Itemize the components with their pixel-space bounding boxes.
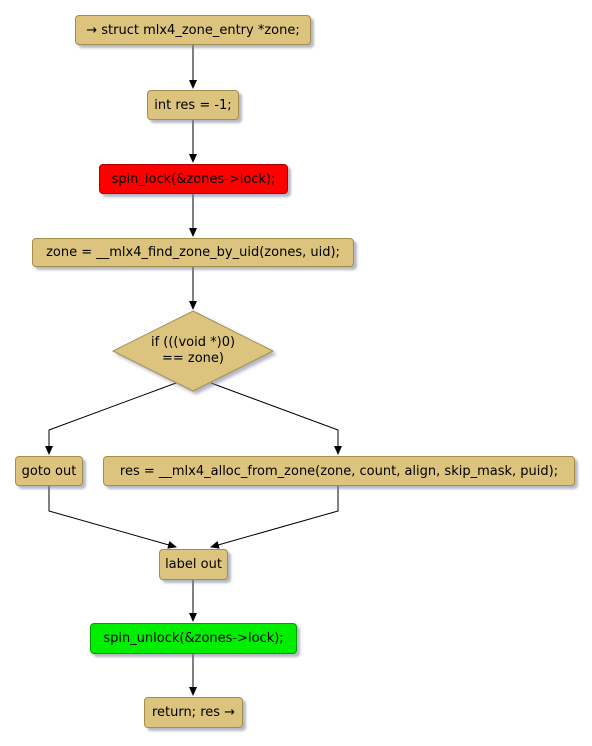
goto-out-node-label: goto out <box>21 463 77 479</box>
condition-label-line1: if (((void *)0) <box>150 335 236 350</box>
entry-node-label: → struct mlx4_zone_entry *zone; <box>86 22 300 38</box>
goto-out-node: goto out <box>15 456 83 486</box>
entry-node: → struct mlx4_zone_entry *zone; <box>75 15 311 45</box>
find-zone-node-label: zone = __mlx4_find_zone_by_uid(zones, ui… <box>46 245 340 260</box>
label-out-node-label: label out <box>165 557 222 572</box>
spin-unlock-node-label: spin_unlock(&zones->lock); <box>103 631 284 646</box>
spin-lock-node-label: spin_lock(&zones->lock); <box>111 171 276 187</box>
edge-goto-to-label <box>48 486 177 549</box>
label-out-node: label out <box>159 549 228 580</box>
condition-label: if (((void *)0) == zone) <box>113 335 273 367</box>
condition-label-line2: == zone) <box>161 351 224 366</box>
spin-unlock-node: spin_unlock(&zones->lock); <box>90 623 297 654</box>
init-res-node-label: int res = -1; <box>154 97 232 113</box>
edge-alloc-to-label <box>210 486 339 549</box>
find-zone-node: zone = __mlx4_find_zone_by_uid(zones, ui… <box>32 238 354 267</box>
alloc-node-label: res = __mlx4_alloc_from_zone(zone, count… <box>119 463 559 479</box>
return-node: return; res → <box>144 697 243 728</box>
init-res-node: int res = -1; <box>147 90 239 120</box>
return-node-label: return; res → <box>151 705 236 720</box>
alloc-node: res = __mlx4_alloc_from_zone(zone, count… <box>103 456 575 486</box>
spin-lock-node: spin_lock(&zones->lock); <box>99 164 288 194</box>
edge-condition-to-alloc <box>210 382 342 455</box>
condition-diamond <box>111 310 275 392</box>
edge-condition-to-goto <box>45 382 177 455</box>
